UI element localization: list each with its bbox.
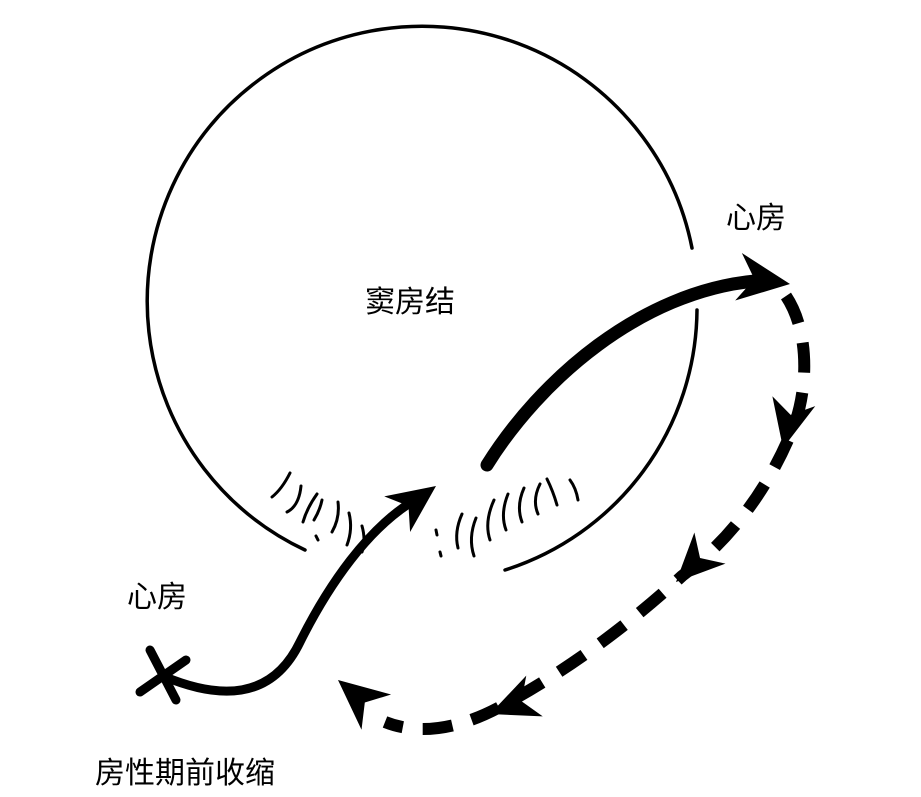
premature-impulse-arrow-head <box>384 486 436 533</box>
label-atrium-right: 心房 <box>726 202 786 235</box>
conduction-arrow-exit-shaft <box>480 274 762 472</box>
hatch-mark <box>533 482 542 516</box>
hatch-cluster-right <box>434 477 580 558</box>
reentry-dashed-path <box>382 292 811 736</box>
premature-impulse-arrow-shaft <box>158 498 415 696</box>
conduction-arrow-exit-head <box>735 252 790 301</box>
hatch-mark <box>501 492 510 532</box>
hatch-mark <box>568 478 580 502</box>
hatch-mark <box>517 486 526 524</box>
hatch-mark <box>345 511 353 547</box>
hatch-mark <box>486 498 496 542</box>
hatch-mark <box>285 484 303 514</box>
label-atrium-left: 心房 <box>127 581 187 614</box>
hatch-mark <box>330 500 340 534</box>
hatch-mark <box>434 528 439 537</box>
hatch-mark <box>312 498 324 522</box>
sinoatrial-node-outline-lower <box>503 308 699 572</box>
reentry-arrow-head-4 <box>338 680 392 730</box>
hatch-cluster-left <box>270 471 366 554</box>
sinoatrial-node-outline-upper <box>145 24 694 552</box>
hatch-mark <box>455 512 464 550</box>
reentry-arrow-head-3 <box>490 675 543 717</box>
hatch-mark <box>438 550 443 558</box>
hatch-mark <box>469 516 478 558</box>
label-sinoatrial-node: 窦房结 <box>365 286 455 319</box>
hatch-mark <box>545 477 559 507</box>
reentry-arrow-head-1 <box>772 396 816 448</box>
hatch-mark <box>270 471 292 499</box>
label-premature-contraction: 房性期前收缩 <box>95 757 275 790</box>
hatch-mark <box>301 492 319 524</box>
hatch-mark <box>314 534 320 542</box>
reentry-arrow-head-2 <box>676 532 726 582</box>
